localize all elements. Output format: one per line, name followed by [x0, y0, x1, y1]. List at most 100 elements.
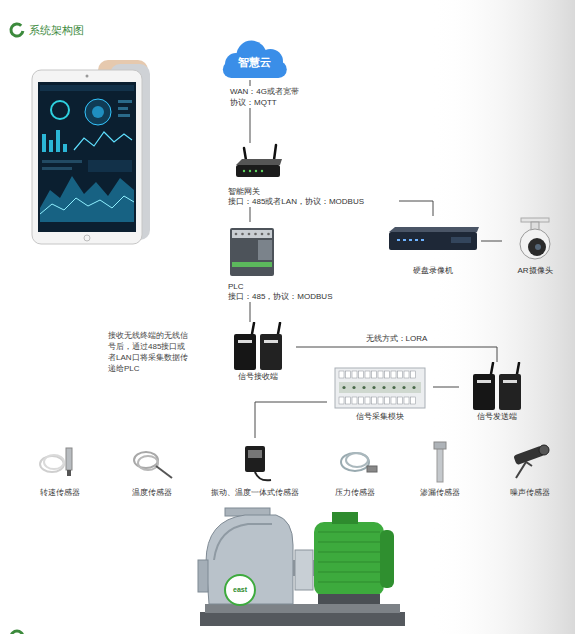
plc-drawing — [230, 228, 274, 276]
sensor-node: 转速传感器 — [26, 438, 94, 498]
tablet-illustration-part — [56, 130, 60, 152]
pump-illustration-part — [295, 550, 313, 590]
tablet-illustration-part — [84, 235, 90, 241]
led — [421, 239, 424, 241]
tablet-illustration-part — [118, 114, 130, 117]
pump-illustration — [198, 508, 405, 626]
pump-illustration-part — [318, 552, 380, 553]
tablet-illustration-part — [118, 100, 132, 103]
module-body — [335, 368, 425, 408]
receiver-node: 信号接收端 — [220, 322, 296, 382]
camera-dome — [520, 229, 550, 259]
led — [372, 386, 375, 389]
tablet-illustration-part — [38, 82, 136, 232]
terminal — [339, 371, 344, 378]
pump-illustration-part — [318, 572, 380, 573]
sensor-node: 温度传感器 — [118, 438, 186, 498]
radio-mark — [477, 380, 491, 383]
connector — [250, 207, 251, 222]
tablet-illustration-part — [85, 99, 111, 125]
recorder-body — [389, 232, 477, 250]
terminal — [398, 371, 403, 378]
cable — [255, 472, 271, 480]
sensor-node: 振动、温度一体式传感器 — [204, 438, 306, 498]
side-shade — [430, 0, 575, 634]
node-label: 渗漏传感器 — [406, 488, 474, 498]
module-node: 信号采集模块 — [327, 362, 433, 422]
terminal — [352, 397, 357, 404]
led — [382, 386, 385, 389]
sensor-face — [248, 450, 262, 458]
router-top — [236, 159, 282, 165]
radio-drawing — [473, 363, 521, 410]
tablet-illustration-part — [118, 107, 128, 110]
sensor-body — [245, 446, 265, 472]
camera-icon — [502, 216, 568, 266]
recorder-top — [389, 227, 479, 232]
node-label: AR摄像头 — [502, 266, 568, 276]
led — [397, 239, 400, 241]
led — [243, 170, 245, 172]
tablet-illustration-part — [42, 134, 46, 152]
tablet-illustration-part — [51, 101, 69, 119]
terminal — [359, 397, 364, 404]
terminal — [339, 397, 344, 404]
corner-ring-part — [11, 631, 23, 634]
terminal — [385, 371, 390, 378]
antenna — [517, 363, 519, 374]
terminal — [404, 397, 409, 404]
terminal — [261, 233, 264, 236]
node-label: 信号发送端 — [459, 412, 535, 422]
pump-illustration-part — [318, 582, 380, 583]
node-label: 信号采集模块 — [327, 412, 433, 422]
cable-coil — [346, 453, 368, 467]
pressure-icon — [321, 438, 389, 488]
node-label: 信号接收端 — [220, 372, 296, 382]
temp-icon — [118, 438, 186, 488]
terminal — [267, 233, 270, 236]
pump-illustration-part — [318, 594, 380, 604]
noise-icon — [497, 438, 563, 488]
led — [255, 170, 257, 172]
cable-coil — [341, 453, 369, 471]
led — [415, 239, 418, 241]
leak-icon — [406, 438, 474, 488]
connector — [399, 201, 433, 216]
connector — [250, 302, 251, 322]
radio-mark — [238, 340, 252, 343]
pump-illustration-part — [200, 612, 405, 626]
cable-coil — [138, 456, 158, 470]
camera-visor — [528, 238, 546, 256]
antenna — [491, 363, 493, 374]
pump-illustration-part — [318, 532, 380, 533]
tablet-illustration — [32, 60, 150, 244]
tablet-illustration-part — [88, 160, 132, 172]
connector — [481, 241, 502, 242]
pump-illustration-part — [318, 542, 380, 543]
nvr-drawing — [389, 227, 479, 250]
led — [409, 239, 412, 241]
mic-cap — [539, 445, 549, 455]
probe-tip — [67, 470, 71, 476]
tablet-illustration-part — [92, 106, 104, 118]
cloud-node: 智慧云 — [213, 38, 295, 80]
radio-mark — [264, 340, 278, 343]
node-detail: 接口：485，协议：MODBUS — [228, 292, 384, 302]
radio-icon — [220, 322, 296, 372]
plc-icon — [228, 222, 384, 282]
tablet-illustration-part — [49, 140, 53, 152]
recorder-panel — [451, 237, 471, 243]
router-drawing — [236, 145, 282, 177]
module-strip — [339, 382, 421, 393]
nvr-icon — [385, 216, 481, 266]
pump-illustration-part — [332, 512, 358, 524]
terminal — [248, 233, 251, 236]
cable-coil — [44, 455, 64, 469]
connector — [296, 347, 497, 362]
speed-drawing — [40, 448, 72, 476]
tablet-illustration-part — [40, 176, 134, 222]
camera-mount — [521, 218, 549, 222]
module-drawing — [335, 368, 425, 408]
